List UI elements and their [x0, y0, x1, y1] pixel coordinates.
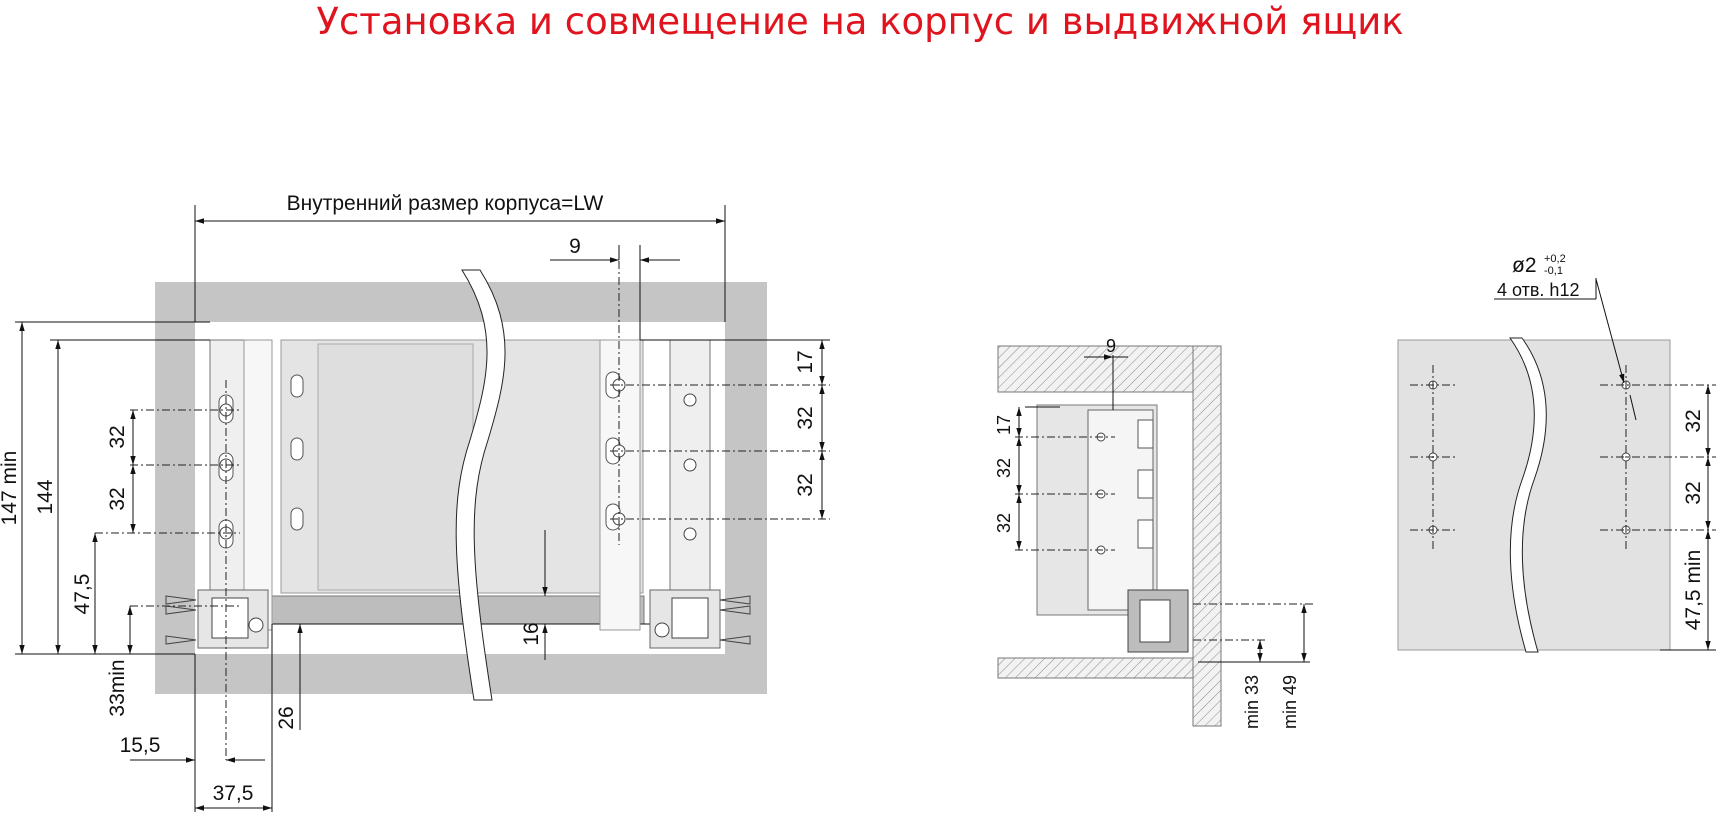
- hole-count-label: 4 отв. h12: [1497, 280, 1579, 300]
- right-clip-detail: [671, 597, 709, 639]
- side-label-17: 17: [994, 415, 1014, 435]
- hole-tolerance-plus: +0,2: [1544, 253, 1566, 265]
- hole-tolerance-minus: -0,1: [1544, 265, 1563, 277]
- panel-view: ø2 +0,2 -0,1 4 отв. h12 32 32 47,5 min: [1397, 253, 1716, 653]
- label-17: 17: [794, 350, 817, 373]
- drawer-inner-panel: [317, 343, 474, 591]
- label-15-5: 15,5: [120, 734, 161, 757]
- left-runner-inner: [243, 339, 273, 631]
- label-9: 9: [569, 235, 581, 258]
- label-32-left-2: 32: [106, 487, 129, 510]
- front-break-band: [455, 269, 506, 701]
- side-label-32-2: 32: [994, 513, 1014, 533]
- label-147-min: 147 min: [0, 451, 21, 526]
- label-32-left-1: 32: [106, 425, 129, 448]
- side-label-min-33: min 33: [1242, 675, 1262, 729]
- screw-icons: [165, 595, 751, 645]
- side-label-min-49: min 49: [1280, 675, 1300, 729]
- side-clip-detail: [1139, 599, 1171, 643]
- label-47-5: 47,5: [71, 574, 94, 615]
- side-bottom-board: [997, 657, 1199, 679]
- panel-label-47-5-min: 47,5 min: [1682, 550, 1705, 631]
- side-label-32-1: 32: [994, 458, 1014, 478]
- label-32-right-2: 32: [794, 473, 817, 496]
- label-16: 16: [520, 622, 543, 645]
- hole-diameter-label: ø2: [1512, 254, 1537, 277]
- label-37-5: 37,5: [213, 782, 254, 805]
- side-runner-notches: [1137, 419, 1154, 549]
- label-26: 26: [275, 706, 298, 729]
- label-32-right-1: 32: [794, 406, 817, 429]
- label-33-min: 33min: [106, 659, 129, 716]
- left-clip-detail: [211, 597, 249, 639]
- side-label-9: 9: [1106, 336, 1116, 356]
- side-front-board: [1192, 345, 1222, 727]
- page-title: Установка и совмещение на корпус и выдви…: [316, 0, 1404, 43]
- right-clip-screw: [654, 622, 670, 638]
- panel-label-32-2: 32: [1682, 481, 1705, 504]
- left-clip-screw: [248, 617, 264, 633]
- label-144: 144: [34, 479, 57, 514]
- drawer-bottom: [271, 595, 645, 625]
- side-view: 9 17 32 32 min 33 min 49: [994, 336, 1315, 729]
- side-top-board: [997, 345, 1199, 393]
- front-view: Внутренний размер корпуса=LW 9 17 32 32 …: [0, 192, 830, 812]
- label-inner-width: Внутренний размер корпуса=LW: [287, 192, 604, 215]
- panel-break-band: [1509, 337, 1547, 653]
- panel-hole-centers: [1410, 365, 1716, 550]
- panel-label-32-1: 32: [1682, 409, 1705, 432]
